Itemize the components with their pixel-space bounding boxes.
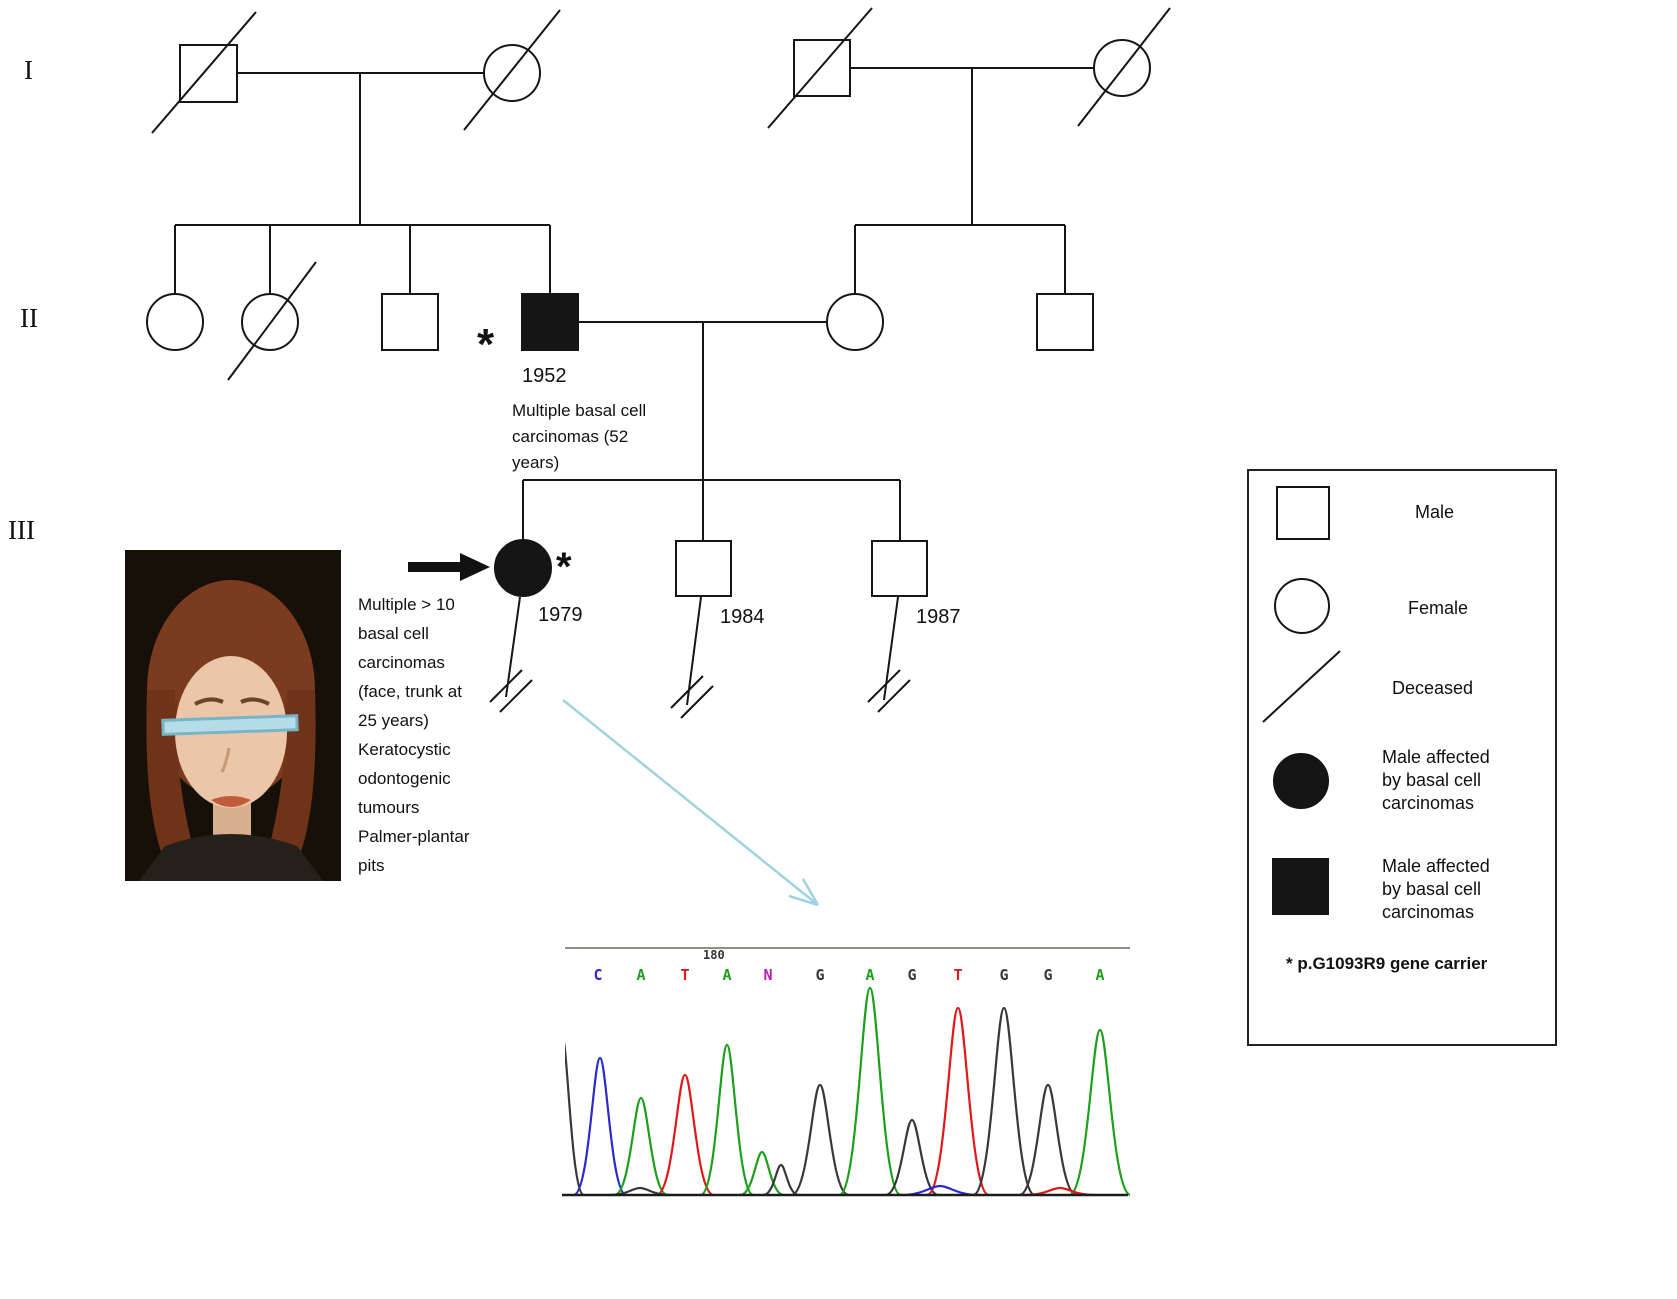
- deceased-slash: [227, 261, 317, 381]
- sequence-base: N: [763, 966, 773, 984]
- sequence-base: C: [593, 966, 603, 984]
- legend-deceased-symbol: [1262, 650, 1341, 723]
- lineage-termination-marks: [489, 596, 911, 719]
- chromatogram-peak: [1018, 1083, 1078, 1197]
- eyebrow: [194, 697, 224, 706]
- generation-label-i: I: [24, 55, 33, 85]
- chromatogram-peak: [838, 986, 902, 1197]
- termination-line: [686, 596, 702, 706]
- sequence-base: G: [907, 966, 917, 984]
- lips: [211, 796, 251, 807]
- chromatogram-peak: [573, 1056, 627, 1197]
- sequence-base: G: [999, 966, 1009, 984]
- generation-iii-symbols: [494, 539, 928, 597]
- sequence-base: A: [636, 966, 646, 984]
- generation-label-ii: II: [20, 303, 38, 333]
- gene-carrier-asterisk-iii1: *: [556, 545, 572, 589]
- nose: [220, 747, 231, 773]
- sequence-base: T: [680, 966, 690, 984]
- chromatogram-peak: [926, 1006, 990, 1197]
- chromatogram-peak: [1024, 1186, 1096, 1197]
- generation-ii-symbols: [146, 261, 1094, 381]
- birth-year-iii2: 1984: [720, 606, 765, 628]
- chromatogram-peak: [900, 1184, 980, 1197]
- legend-gene-carrier-label: * p.G1093R9 gene carrier: [1286, 954, 1488, 973]
- legend-affected-circle-label: Male affected by basal cell carcinomas: [1382, 747, 1490, 813]
- generation-i-symbols: [151, 7, 1171, 134]
- chromatogram-peak: [700, 1043, 754, 1197]
- sequence-base: A: [865, 966, 875, 984]
- generation-label-iii: III: [8, 515, 35, 545]
- male-symbol-ii3: [381, 293, 439, 351]
- legend-border: [1247, 469, 1557, 1046]
- affected-male-symbol-ii4: [521, 293, 579, 351]
- male-symbol-i1: [179, 44, 238, 103]
- privacy-bar: [161, 714, 299, 736]
- chromatogram-pointer-arrow-icon: [562, 699, 820, 907]
- deceased-slash: [463, 9, 561, 131]
- pedigree-lines: [174, 67, 1094, 541]
- male-symbol-ii6: [1036, 293, 1094, 351]
- proband-arrow-icon: [408, 553, 490, 581]
- affected-female-symbol-iii1: [494, 539, 552, 597]
- hatch-mark: [867, 669, 901, 703]
- sequence-base: A: [1095, 966, 1105, 984]
- female-symbol-i2: [483, 44, 541, 102]
- chromatogram-peak: [972, 1006, 1036, 1197]
- legend-affected-circle-symbol: [1273, 753, 1329, 809]
- legend-male-symbol: [1276, 486, 1330, 540]
- deceased-slash: [767, 7, 873, 129]
- hatch-mark: [670, 675, 704, 709]
- legend-deceased-label: Deceased: [1392, 678, 1474, 698]
- chromatogram-peak: [655, 1073, 715, 1197]
- hatch-mark: [877, 679, 911, 713]
- hatch-mark: [680, 685, 714, 719]
- chromatogram-peak: [763, 1163, 799, 1197]
- legend-male-label: Male: [1415, 502, 1455, 522]
- phenotype-note-ii4: Multiple basal cell carcinomas (52 years…: [512, 401, 647, 472]
- patient-photo-graphic: [125, 550, 341, 881]
- termination-line: [505, 596, 521, 698]
- sequence-base: T: [953, 966, 963, 984]
- patient-photo: [125, 550, 341, 881]
- chromatogram-peak: [885, 1118, 939, 1197]
- phenotype-note-iii1: Multiple > 10 basal cell carcinomas (fac…: [358, 595, 470, 875]
- chromatogram-peak: [565, 1041, 586, 1197]
- chromatogram-peak: [739, 1150, 785, 1197]
- hatch-mark: [499, 679, 533, 713]
- legend-box: [1247, 469, 1557, 1046]
- legend-female-label: Female: [1408, 598, 1469, 618]
- male-symbol-iii2: [675, 540, 732, 597]
- chromatogram-trace: [565, 986, 1130, 1197]
- hatch-mark: [489, 669, 523, 703]
- sequence-base: G: [1043, 966, 1053, 984]
- female-symbol-ii2: [241, 293, 299, 351]
- chromatogram-peak: [614, 1096, 668, 1197]
- sequence-base: A: [722, 966, 732, 984]
- legend-affected-square-label: Male affected by basal cell carcinomas: [1382, 856, 1490, 922]
- female-symbol-ii1: [146, 293, 204, 351]
- chromatogram-peak: [1068, 1028, 1130, 1197]
- gene-carrier-asterisk-ii4: *: [477, 320, 495, 369]
- clothing: [139, 834, 323, 881]
- birth-year-iii1: 1979: [538, 604, 583, 626]
- legend-female-symbol: [1274, 578, 1330, 634]
- birth-year-iii3: 1987: [916, 606, 961, 628]
- sequence-base: G: [815, 966, 825, 984]
- legend-affected-square-symbol: [1272, 858, 1329, 915]
- deceased-slash: [1077, 7, 1171, 127]
- chromatogram-position-label: 180: [703, 948, 725, 962]
- deceased-slash: [151, 11, 257, 134]
- chromatogram-peak: [609, 1186, 671, 1197]
- male-symbol-iii3: [871, 540, 928, 597]
- female-symbol-ii5: [826, 293, 884, 351]
- birth-year-ii4: 1952: [522, 365, 567, 387]
- chromatogram-peak: [790, 1083, 850, 1197]
- eyebrow: [240, 697, 270, 706]
